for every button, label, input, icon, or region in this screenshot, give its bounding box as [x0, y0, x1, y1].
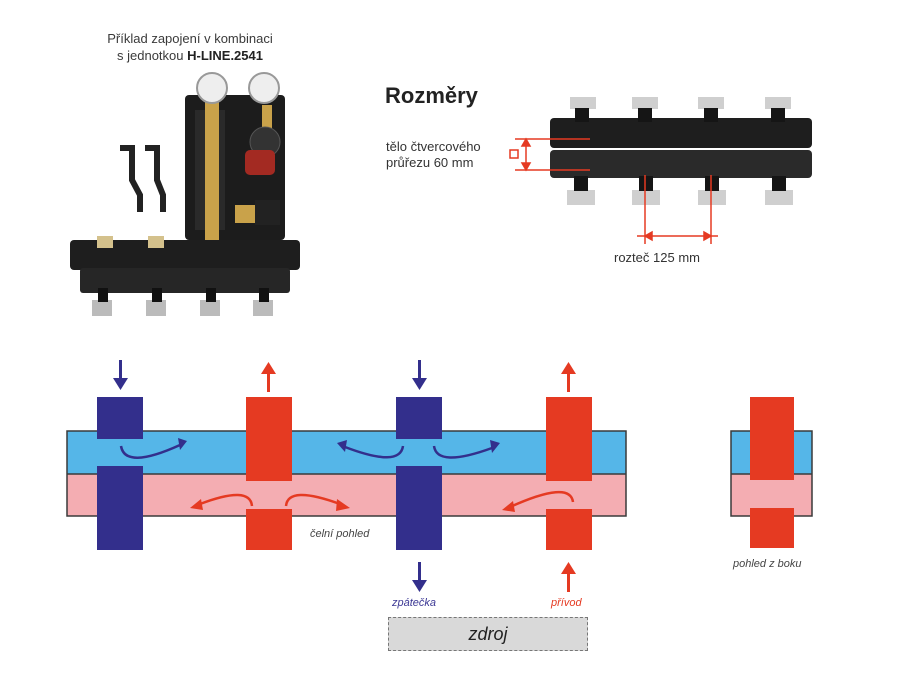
caption-line-2: s jednotkou H-LINE.2541 [117, 48, 263, 63]
return-pipe-bottom-2 [396, 466, 442, 550]
arrow-down-icon [412, 562, 427, 592]
heat-source-box: zdroj [388, 617, 588, 651]
flow-arrow-icon [199, 493, 254, 507]
dimension-lines [509, 137, 718, 244]
return-pipe-top-2 [396, 397, 442, 439]
arrow-up-icon [261, 362, 276, 392]
flow-arrow-icon [509, 490, 575, 509]
front-view-diagram [66, 360, 627, 592]
supply-pipe-top-2 [546, 397, 592, 481]
side-view-label: pohled z boku [733, 558, 802, 570]
product-photo-hline [70, 72, 300, 316]
return-label: zpátečka [392, 597, 437, 609]
supply-label: přívod [551, 597, 582, 609]
pitch-dimension-note: rozteč 125 mm [614, 250, 700, 265]
arrow-up-icon [561, 562, 576, 592]
dimensions-title: Rozměry [385, 83, 478, 108]
flow-arrow-icon [344, 445, 405, 459]
supply-pipe-bottom-1 [246, 509, 292, 550]
photo-caption: Příklad zapojení v kombinaci s jednotkou… [60, 30, 320, 64]
return-pipe-top-1 [97, 397, 143, 439]
caption-line-1: Příklad zapojení v kombinaci [107, 31, 273, 46]
flow-arrow-icon [432, 445, 493, 459]
return-pipe-bottom-1 [97, 466, 143, 550]
side-view-diagram [730, 397, 813, 548]
supply-pipe-top-1 [246, 397, 292, 481]
hot-channel [67, 474, 626, 516]
front-view-label: čelní pohled [310, 528, 370, 540]
cold-channel [67, 431, 626, 474]
supply-pipe-bottom-2 [546, 509, 592, 550]
model-name: H-LINE.2541 [187, 48, 263, 63]
arrow-down-icon [113, 360, 128, 390]
arrow-up-icon [561, 362, 576, 392]
body-dimension-note: tělo čtvercového průřezu 60 mm [386, 139, 481, 170]
flow-arrow-icon [284, 493, 341, 507]
product-photo-manifold [509, 97, 812, 244]
arrow-down-icon [412, 360, 427, 390]
flow-arrow-icon [119, 443, 181, 459]
